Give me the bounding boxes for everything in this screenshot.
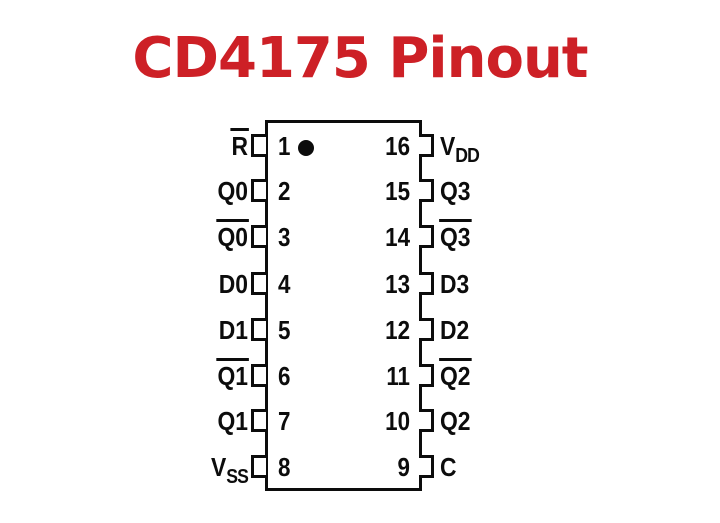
- pin-stub-right: [419, 272, 434, 295]
- pin-label-text: Q2: [439, 358, 472, 391]
- pin-row-6-11: Q1 6 11 Q2: [0, 353, 720, 399]
- pin-stub-right: [419, 318, 434, 341]
- pin-label-text: D3: [440, 269, 470, 299]
- pin-label-left: R: [118, 123, 249, 169]
- pin-number-left: 1: [278, 131, 291, 161]
- pin-label-right: Q3: [440, 168, 590, 214]
- pin-label-text: Q2: [440, 406, 471, 436]
- pin-stub-left: [251, 318, 266, 341]
- pin-label-text: V: [211, 452, 227, 482]
- pin-stub-left: [251, 225, 266, 248]
- pin-row-7-10: Q1 7 10 Q2: [0, 398, 720, 444]
- pin-label-left: Q1: [118, 353, 249, 399]
- pin-label-text: R: [230, 128, 249, 161]
- pin-label-right: D3: [440, 261, 590, 307]
- pin-label-left: Q0: [118, 168, 248, 214]
- pin-stub-right: [419, 225, 434, 248]
- pin-number-left: 2: [278, 176, 291, 206]
- pin-label-text: Q3: [439, 219, 472, 252]
- pin-label-left: VSS: [118, 444, 249, 490]
- pin-number-right: 14: [385, 222, 410, 252]
- page-title: CD4175 Pinout: [132, 26, 588, 91]
- pin-label-left: D1: [118, 307, 248, 353]
- pin-stub-left: [251, 134, 266, 157]
- pin-stub-left: [251, 179, 266, 202]
- pin-stub-left: [251, 409, 266, 432]
- pin-stub-left: [251, 364, 266, 387]
- pin-label-subscript: DD: [455, 145, 480, 167]
- pin-label-right: Q3: [439, 214, 590, 260]
- pin-row-4-13: D0 4 13 D3: [0, 261, 720, 307]
- pin-label-text: Q1: [216, 358, 249, 391]
- pin-number-left: 6: [278, 361, 291, 391]
- pin-number-right: 12: [385, 315, 410, 345]
- pin-number-left: 4: [278, 269, 291, 299]
- pin-number-right: 10: [385, 406, 410, 436]
- pin-number-right: 13: [385, 269, 410, 299]
- pin-label-left: Q1: [118, 398, 248, 444]
- pin-row-3-14: Q0 3 14 Q3: [0, 214, 720, 260]
- pin-row-8-9: VSS 8 9 C: [0, 444, 720, 490]
- pin-label-right: Q2: [439, 353, 590, 399]
- ic-package-body: [265, 120, 422, 491]
- pin-label-left: Q0: [118, 214, 249, 260]
- pin-number-left: 7: [278, 406, 291, 436]
- pin-stub-left: [251, 272, 266, 295]
- pin-number-right: 16: [385, 131, 410, 161]
- pin-stub-right: [419, 455, 434, 478]
- pin-stub-right: [419, 134, 434, 157]
- pin-number-right: 15: [385, 176, 410, 206]
- pin-number-right: 9: [397, 452, 410, 482]
- pin-label-text: D0: [218, 269, 248, 299]
- pin-row-5-12: D1 5 12 D2: [0, 307, 720, 353]
- pin-label-text: C: [440, 452, 457, 482]
- pin-label-text: Q0: [217, 176, 248, 206]
- pin-stub-left: [251, 455, 266, 478]
- pin-label-text: Q0: [216, 219, 249, 252]
- pin-label-left: D0: [118, 261, 248, 307]
- pin-number-left: 5: [278, 315, 291, 345]
- pin-label-subscript: SS: [226, 466, 249, 488]
- pin1-indicator-dot-icon: [298, 140, 314, 156]
- pin-label-text: D2: [440, 315, 470, 345]
- pin-number-right: 11: [386, 361, 410, 391]
- pin-number-left: 8: [278, 452, 291, 482]
- pin-stub-right: [419, 364, 434, 387]
- pin-row-2-15: Q0 2 15 Q3: [0, 168, 720, 214]
- pin-label-right: Q2: [440, 398, 590, 444]
- pin-label-text: V: [440, 131, 456, 161]
- pin-label-text: Q1: [217, 406, 248, 436]
- pin-stub-right: [419, 409, 434, 432]
- pin-label-text: Q3: [440, 176, 471, 206]
- pin-label-right: VDD: [440, 123, 590, 169]
- pin-row-1-16: R 1 16 VDD: [0, 123, 720, 169]
- pin-number-left: 3: [278, 222, 291, 252]
- pin-label-right: C: [440, 444, 590, 490]
- pin-label-text: D1: [218, 315, 248, 345]
- pin-label-right: D2: [440, 307, 590, 353]
- pin-stub-right: [419, 179, 434, 202]
